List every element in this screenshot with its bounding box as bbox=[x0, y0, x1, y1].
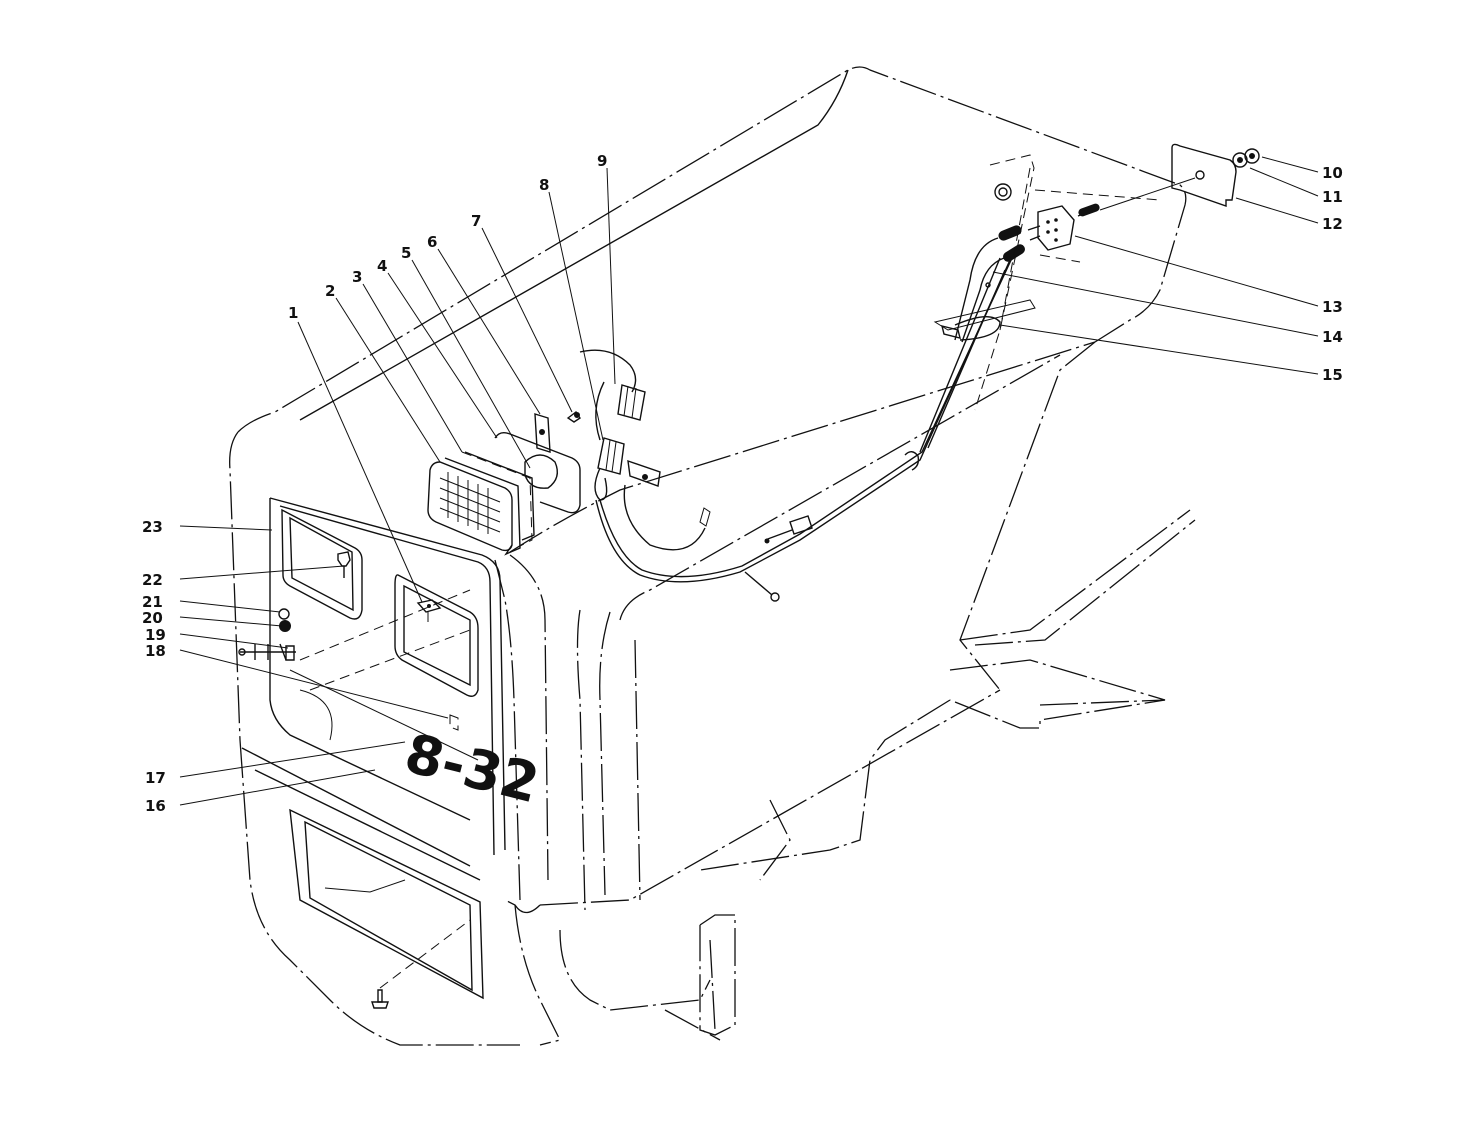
callout-18: 18 bbox=[145, 642, 166, 660]
callout-5: 5 bbox=[401, 244, 411, 262]
callout-21: 21 bbox=[142, 593, 163, 611]
callout-11: 11 bbox=[1322, 188, 1343, 206]
callout-15: 15 bbox=[1322, 366, 1343, 384]
callout-9: 9 bbox=[597, 152, 607, 170]
callout-10: 10 bbox=[1322, 164, 1343, 182]
callout-1: 1 bbox=[288, 304, 298, 322]
callout-8: 8 bbox=[539, 176, 549, 194]
callout-23: 23 bbox=[142, 518, 163, 536]
callout-16: 16 bbox=[145, 797, 166, 815]
callout-labels: 1 2 3 4 5 6 7 8 9 10 11 12 13 14 15 16 1… bbox=[142, 152, 1343, 815]
leader-lines bbox=[179, 156, 1319, 806]
headlight-assembly bbox=[427, 410, 581, 556]
decal-8-32: 8-32 bbox=[399, 721, 545, 815]
wiring-harness bbox=[579, 154, 1161, 602]
hood-body bbox=[229, 66, 1196, 1046]
fasteners bbox=[238, 551, 471, 1009]
callout-19: 19 bbox=[145, 626, 166, 644]
callout-4: 4 bbox=[377, 257, 387, 275]
callout-17: 17 bbox=[145, 769, 166, 787]
callout-6: 6 bbox=[427, 233, 437, 251]
callout-3: 3 bbox=[352, 268, 362, 286]
callout-7: 7 bbox=[471, 212, 481, 230]
grille-panel: 8-32 bbox=[241, 497, 545, 1000]
callout-20: 20 bbox=[142, 609, 163, 627]
callout-22: 22 bbox=[142, 571, 163, 589]
callout-14: 14 bbox=[1322, 328, 1343, 346]
mounting-plate-hardware bbox=[1099, 143, 1260, 211]
callout-12: 12 bbox=[1322, 215, 1343, 233]
callout-13: 13 bbox=[1322, 298, 1343, 316]
callout-2: 2 bbox=[325, 282, 335, 300]
